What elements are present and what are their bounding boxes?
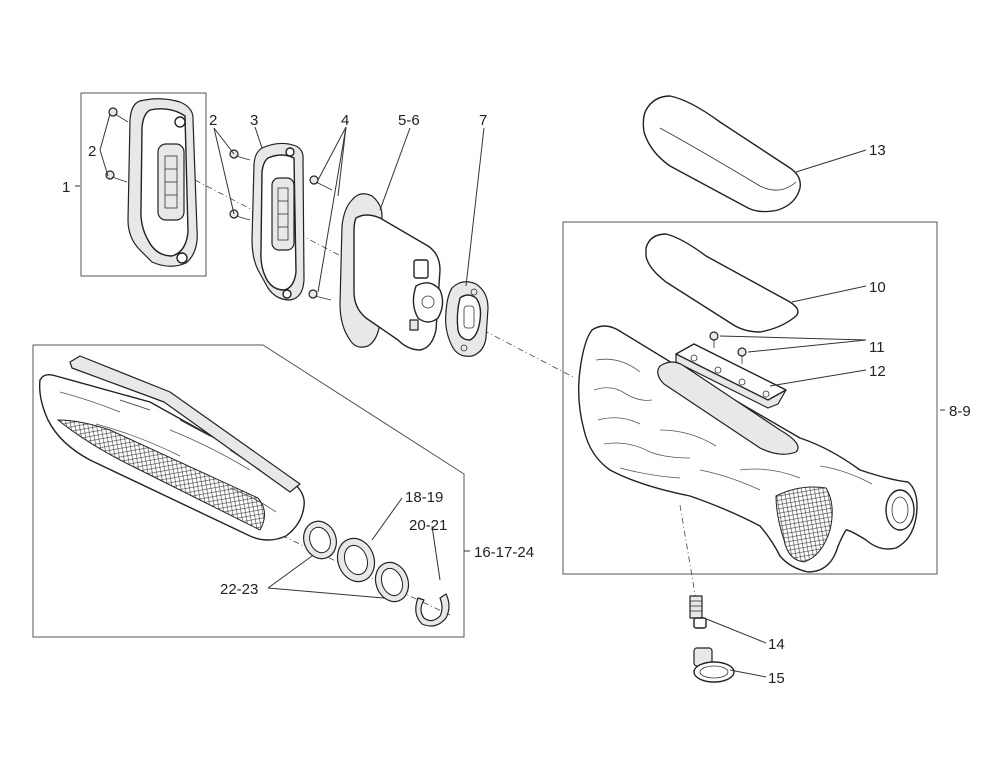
recoil-pad-part-3 <box>251 142 305 301</box>
callout-13: 13 <box>869 142 886 159</box>
cheek-piece-part-13 <box>642 95 801 213</box>
ring-part-18-19 <box>336 537 376 583</box>
clip-part-20-21 <box>415 593 450 627</box>
callout-22-23: 22-23 <box>220 581 258 598</box>
callout-14: 14 <box>768 636 785 653</box>
callout-4: 4 <box>341 112 349 129</box>
callout-8-9: 8-9 <box>949 403 971 420</box>
box-part-1 <box>80 92 207 277</box>
recoil-pad-part-1 <box>127 98 198 267</box>
spacer-part-5-6 <box>339 193 444 351</box>
callout-11: 11 <box>869 339 885 356</box>
callout-10: 10 <box>869 279 886 296</box>
forend-part-16-17-24 <box>38 355 305 541</box>
buttstock-part-8-9 <box>577 325 918 573</box>
ring-part-22-23-upper <box>303 520 337 560</box>
screws-part-4 <box>308 175 333 301</box>
callout-1: 1 <box>62 179 70 196</box>
sling-swivel-part-15 <box>693 647 735 683</box>
callout-20-21: 20-21 <box>409 517 447 534</box>
callout-16-17-24: 16-17-24 <box>474 544 534 561</box>
screws-part-11 <box>709 331 747 364</box>
rail-plate-part-12 <box>675 343 787 409</box>
callout-12: 12 <box>869 363 886 380</box>
callout-3: 3 <box>250 112 258 129</box>
screws-part-2a <box>105 107 129 183</box>
callout-18-19: 18-19 <box>405 489 443 506</box>
assembly-axis-vertical <box>679 504 697 601</box>
callout-7: 7 <box>479 112 487 129</box>
callout-2b: 2 <box>209 112 217 129</box>
plate-part-7 <box>445 281 489 357</box>
ring-part-22-23-lower <box>374 561 410 603</box>
leader-lines <box>75 113 945 678</box>
stud-part-14 <box>689 595 707 629</box>
checkering-grip <box>775 486 833 563</box>
callout-15: 15 <box>768 670 785 687</box>
callout-2a: 2 <box>88 143 96 160</box>
box-stock-8-9 <box>562 221 938 575</box>
callout-5-6: 5-6 <box>398 112 420 129</box>
box-forend-16-17-24 <box>32 344 465 638</box>
insert-part-10 <box>645 233 799 333</box>
